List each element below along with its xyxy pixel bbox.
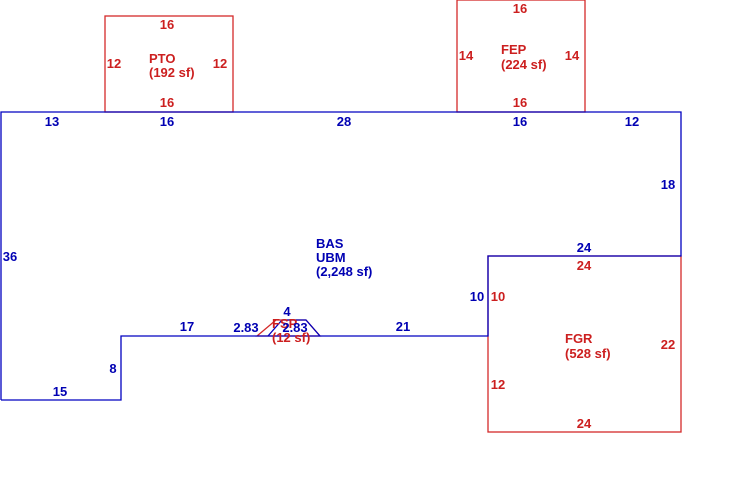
pto-left-dim: 12 bbox=[107, 56, 121, 71]
bas-bottom-dim-1: 15 bbox=[53, 384, 67, 399]
fsp-area: (12 sf) bbox=[272, 330, 310, 345]
bas-top-dim-5: 12 bbox=[625, 114, 639, 129]
pto-bottom-dim: 16 bbox=[160, 95, 174, 110]
fep-right-dim: 14 bbox=[565, 48, 580, 63]
pto-top-dim: 16 bbox=[160, 17, 174, 32]
fep-area: (224 sf) bbox=[501, 57, 547, 72]
bas-notch-top-dim: 17 bbox=[180, 319, 194, 334]
pto-code: PTO bbox=[149, 51, 176, 66]
bas-notch-side-dim: 8 bbox=[109, 361, 116, 376]
bas-top-dim-3: 28 bbox=[337, 114, 351, 129]
fsp-diag-dim-2: 2.83 bbox=[282, 320, 307, 335]
fep-code: FEP bbox=[501, 42, 527, 57]
bas-bottom-dim-2: 21 bbox=[396, 319, 410, 334]
fgr-bottom-dim: 24 bbox=[577, 416, 592, 431]
bas-right-dim: 18 bbox=[661, 177, 675, 192]
bas-top-dim-4: 16 bbox=[513, 114, 527, 129]
fgr-left-dim-1: 10 bbox=[491, 289, 505, 304]
bas-left-dim: 36 bbox=[3, 249, 17, 264]
bas-top-dim-1: 13 bbox=[45, 114, 59, 129]
bas-step-side-dim: 10 bbox=[470, 289, 484, 304]
fgr-left-dim-2: 12 bbox=[491, 377, 505, 392]
fep-bottom-dim: 16 bbox=[513, 95, 527, 110]
fsp-diag-dim-1: 2.83 bbox=[233, 320, 258, 335]
fsp-top-dim: 4 bbox=[283, 304, 291, 319]
bas-step-top-dim: 24 bbox=[577, 240, 592, 255]
pto-right-dim: 12 bbox=[213, 56, 227, 71]
pto-area: (192 sf) bbox=[149, 65, 195, 80]
fsp-code: FSP bbox=[272, 316, 298, 331]
fgr-area: (528 sf) bbox=[565, 346, 611, 361]
bas-code: BAS bbox=[316, 236, 344, 251]
fep-top-dim: 16 bbox=[513, 1, 527, 16]
bas-code-2: UBM bbox=[316, 250, 346, 265]
fgr-code: FGR bbox=[565, 331, 593, 346]
fep-left-dim: 14 bbox=[459, 48, 474, 63]
bas-area: (2,248 sf) bbox=[316, 264, 372, 279]
bas-outline bbox=[0, 111, 682, 401]
fsp-blue-outline bbox=[267, 319, 321, 337]
fgr-top-dim: 24 bbox=[577, 258, 592, 273]
fgr-right-dim: 22 bbox=[661, 337, 675, 352]
bas-top-dim-2: 16 bbox=[160, 114, 174, 129]
